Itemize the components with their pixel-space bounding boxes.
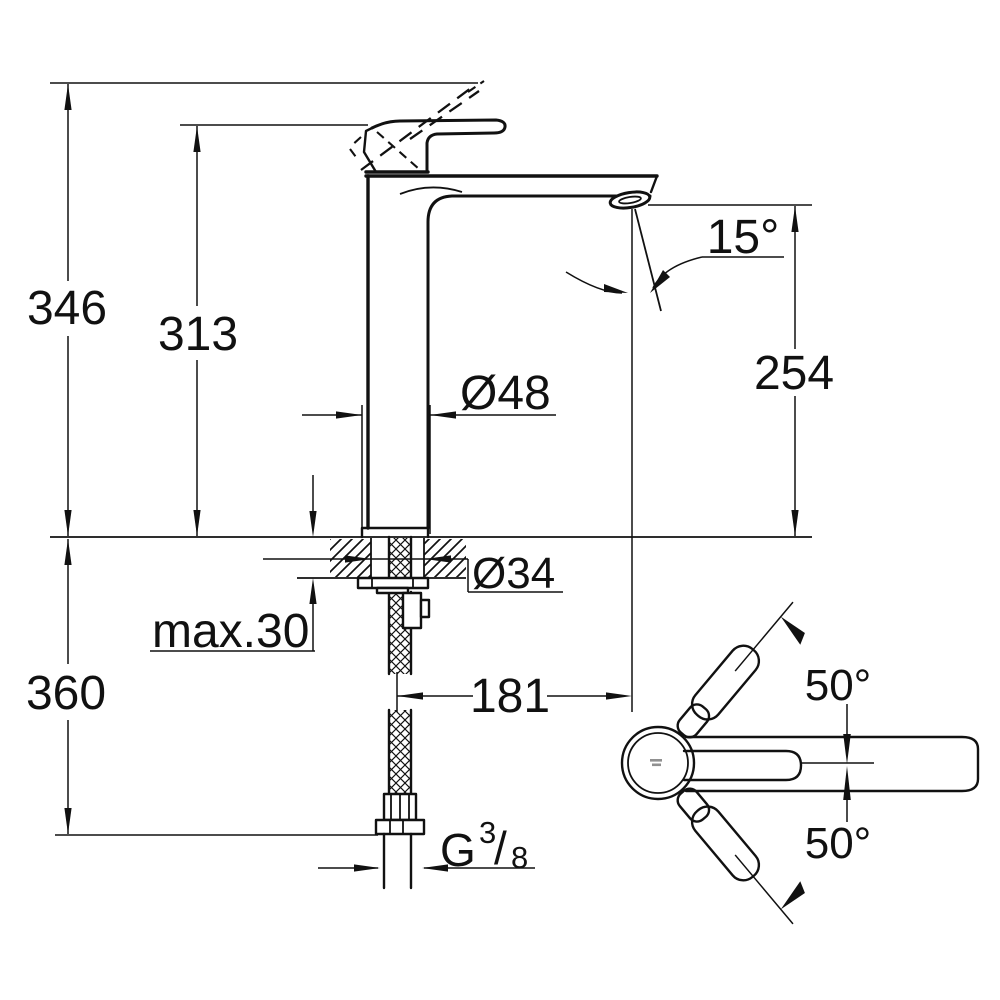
dimension-body-diameter: Ø48 [302,367,556,534]
swing-lower-label: 50° [805,819,872,868]
lever-height-label: 313 [158,308,238,361]
body-diameter-label: Ø48 [460,367,551,420]
dimension-below-counter: 360 [26,539,106,834]
nut-facets [389,820,404,834]
dimension-hole-diameter: Ø34 [263,549,563,598]
dimension-spout-projection: 181 [397,670,632,723]
handle-neck [682,749,803,782]
hose-tail [382,832,413,890]
thread-prefix-label: G [440,824,476,876]
dimension-thread: G 3 / 8 [318,815,535,876]
thread-slash-label: / [494,822,507,874]
supply-hose-lower [389,710,411,794]
outlet-height-label: 254 [754,347,834,400]
handle-position-upper [676,601,805,739]
handle-position-lower [676,787,805,925]
counter-section [50,536,812,579]
connector-nut [374,818,426,836]
faucet-top-view: 50° 50° [620,601,980,925]
brand-mark [650,759,662,767]
lever-raised-dashed [349,80,485,171]
base-plate [360,526,430,539]
dimension-counter-thickness: max.30 [150,475,317,658]
hole-diameter-label: Ø34 [472,549,555,598]
flange-detail [371,578,414,588]
below-counter-label: 360 [26,667,106,720]
lever-handle [370,118,507,172]
body-circle-inner [627,732,689,794]
threaded-shank [389,538,411,578]
aerator [608,190,652,210]
mounting-washer [375,586,410,595]
body-circle-outer [620,725,696,801]
fitting-tab [419,598,431,619]
mounting-flange [356,576,430,590]
mounting-hardware [356,535,431,890]
dimensions: 346 313 360 254 Ø48 [26,82,834,876]
spout-projection-label: 181 [470,670,550,723]
mounting-hole-walls [370,538,425,577]
counter-thickness-label: max.30 [152,605,309,658]
dimension-total-height: 346 [27,84,107,536]
dimension-spout-angle: 15° [565,211,784,294]
shank-walls [387,535,413,580]
swing-angle-arrows [843,704,851,822]
total-height-label: 346 [27,282,107,335]
spout-blend-curve [399,186,463,195]
crimp-facets [390,794,410,820]
handle-bar [684,735,980,793]
spout-underside [426,194,652,530]
spout-end-face [649,174,659,194]
hose-lower-walls [387,708,413,796]
swing-upper-label: 50° [805,661,872,710]
dimension-lever-height: 313 [158,126,238,536]
faucet-front-view [349,80,662,539]
thread-numerator-label: 3 [479,815,496,850]
spout-angle-label: 15° [707,211,780,264]
check-valve-fitting [401,591,423,630]
thread-denominator-label: 8 [511,840,528,875]
stream-line [634,208,662,312]
dimension-outlet-height: 254 [754,206,834,536]
